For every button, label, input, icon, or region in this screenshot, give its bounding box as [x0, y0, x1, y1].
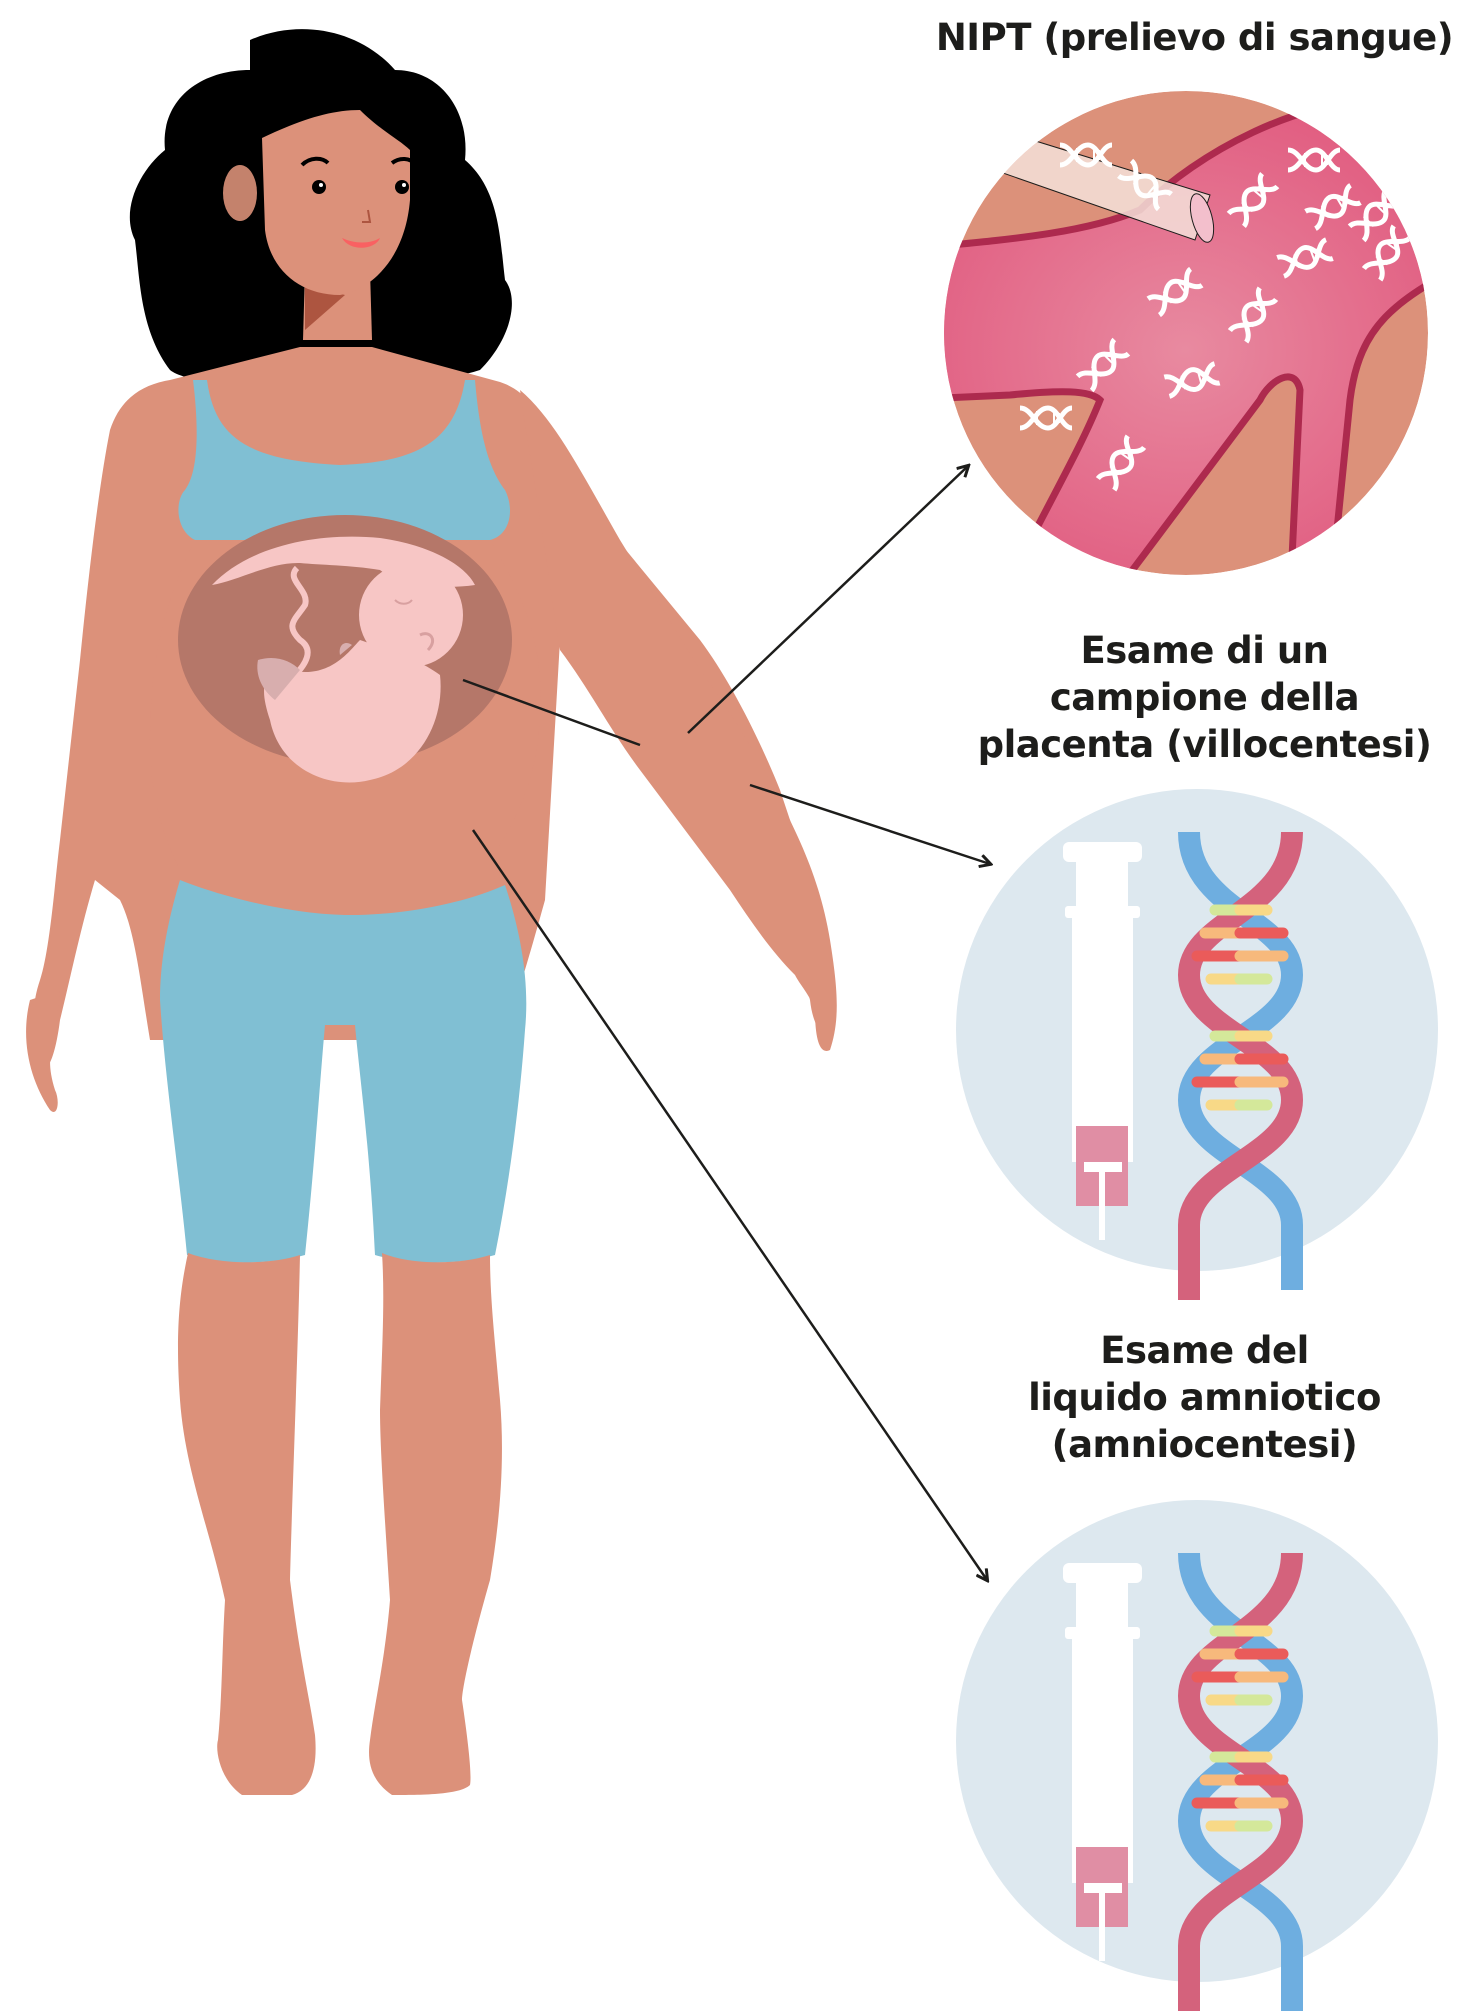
- nipt-label: NIPT (prelievo di sangue): [935, 16, 1454, 59]
- villocentesi-label: Esame di un campione della placenta (vil…: [977, 629, 1432, 766]
- left-eye-icon: [312, 180, 326, 194]
- nose-icon: [362, 209, 372, 223]
- connector-arrows: [462, 466, 990, 1580]
- right-leg: [369, 1253, 502, 1795]
- right-eye-highlight: [402, 183, 406, 187]
- ear: [223, 165, 257, 221]
- fetus: [257, 563, 463, 783]
- right-eyebrow-icon: [390, 157, 417, 166]
- arrow-to-cvs: [462, 678, 641, 747]
- right-eye-icon: [395, 180, 409, 194]
- left-leg: [177, 1253, 316, 1795]
- amnio-syringe-dna-panel: [956, 1500, 1438, 2011]
- left-eyebrow-icon: [300, 156, 330, 167]
- neck-shadow: [305, 285, 345, 330]
- pregnant-woman-figure: [26, 29, 837, 1795]
- left-eye-highlight: [319, 183, 323, 187]
- left-hand: [26, 990, 61, 1112]
- amniocentesi-label: Esame del liquido amniotico (amniocentes…: [1028, 1329, 1381, 1466]
- shorts: [160, 880, 527, 1263]
- arrow-to-cvs-2: [749, 783, 990, 864]
- right-arm: [520, 390, 837, 1051]
- mouth-icon: [342, 238, 380, 248]
- arrow-to-nipt: [687, 466, 968, 734]
- arrow-to-amnio: [471, 829, 987, 1580]
- cvs-syringe-dna-panel: [956, 789, 1438, 1300]
- face: [262, 110, 410, 295]
- nipt-blood-vessel-panel: [944, 91, 1428, 575]
- top-clothing: [178, 380, 510, 544]
- needle-tube: [979, 129, 1215, 243]
